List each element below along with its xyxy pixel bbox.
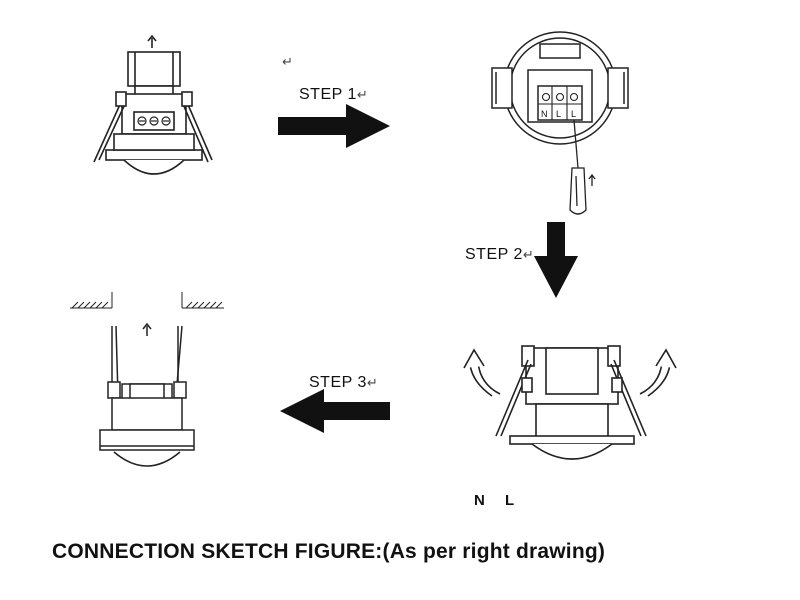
arrow-left-step-3 <box>280 389 390 433</box>
arrow-down-step-2 <box>534 222 578 298</box>
step-2-label: STEP 2↵ <box>465 246 534 264</box>
arrow-right-step-1 <box>278 104 390 148</box>
wire-l-label: L <box>505 492 515 509</box>
up-arrow-icon-2 <box>142 322 152 336</box>
step-1-text: STEP 1 <box>299 86 357 103</box>
terminal-label-2: L <box>556 109 562 119</box>
return-mark-3: ↵ <box>522 247 535 262</box>
sensor-figure-2 <box>491 31 629 215</box>
return-mark-2: ↵ <box>356 87 369 102</box>
wire-n-label: N <box>474 492 485 509</box>
step-3-text: STEP 3 <box>309 374 367 391</box>
step-2-text: STEP 2 <box>465 246 523 263</box>
return-mark-1: ↵ <box>282 54 293 69</box>
terminal-label-1: N <box>541 109 548 119</box>
screwdriver-icon <box>569 119 596 215</box>
step-3-label: STEP 3↵ <box>309 374 378 392</box>
sensor-figure-1 <box>93 34 213 175</box>
figure-caption: CONNECTION SKETCH FIGURE:(As per right d… <box>52 540 606 563</box>
step-1-label: STEP 1↵ <box>299 86 368 104</box>
sensor-figure-3 <box>463 345 677 460</box>
return-mark-4: ↵ <box>366 375 379 390</box>
sensor-figure-4 <box>70 292 224 467</box>
rotate-right-icon <box>639 348 677 397</box>
up-arrow-icon-1 <box>147 34 157 48</box>
terminal-label-3: L <box>571 109 577 119</box>
rotate-left-icon <box>463 348 502 397</box>
ceiling-hatch <box>70 292 224 309</box>
